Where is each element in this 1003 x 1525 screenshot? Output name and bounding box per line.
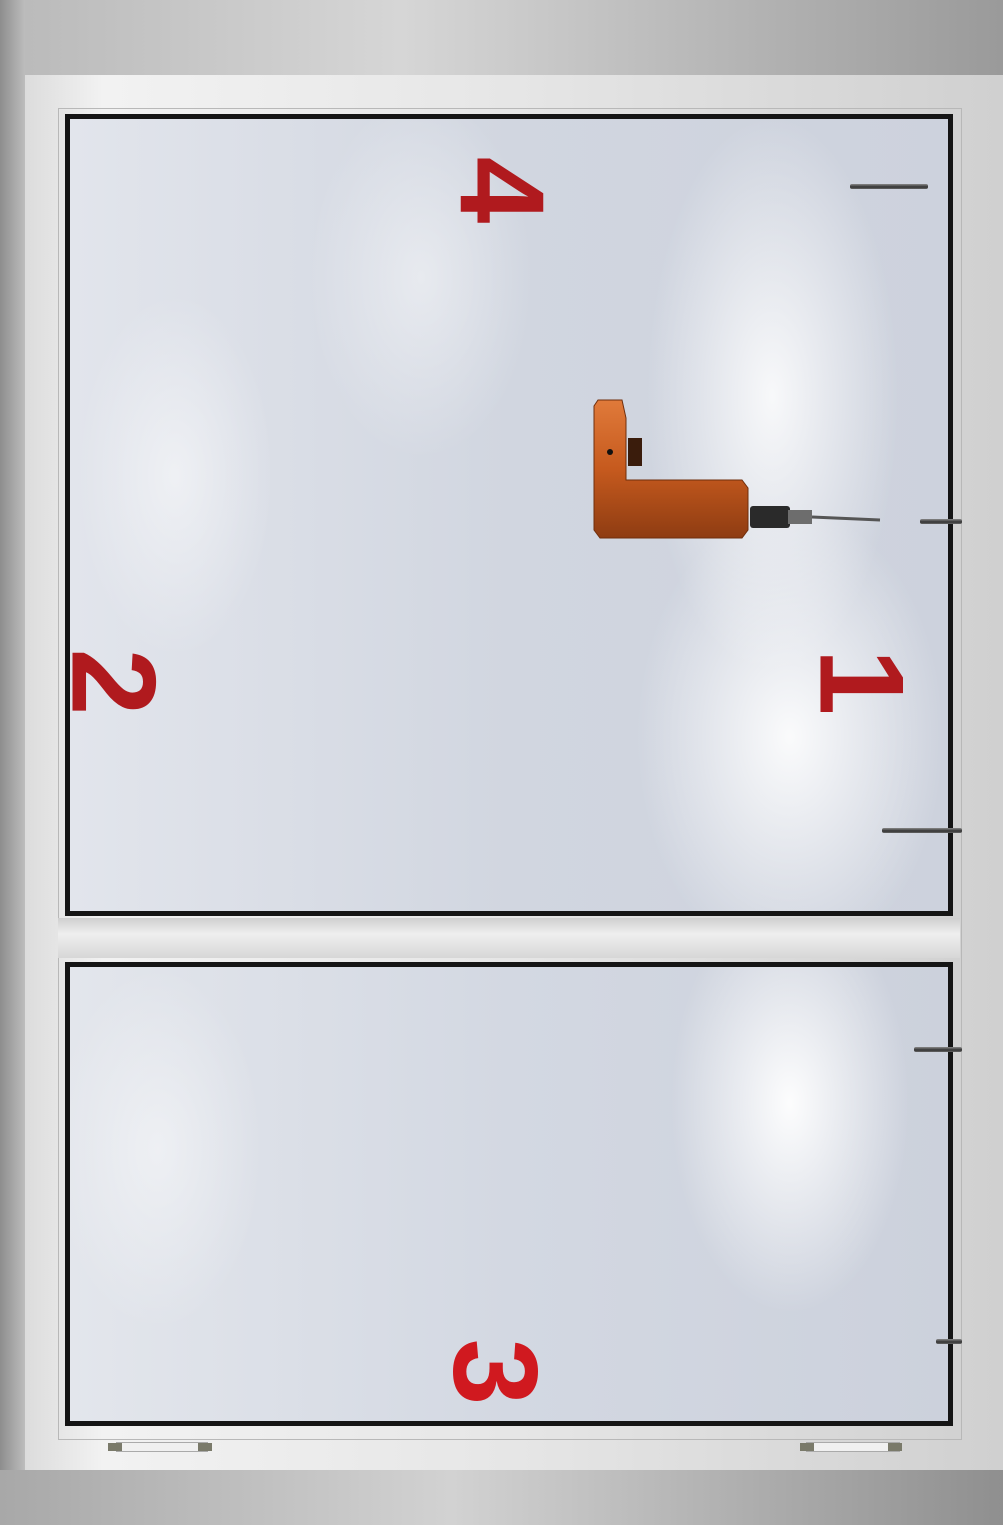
chain-actuator-icon [592, 398, 882, 543]
hinge-icon [882, 828, 962, 833]
handle-icon [806, 1442, 900, 1452]
hinge-icon [914, 1047, 962, 1052]
label-two: 2 [53, 649, 173, 716]
wall-top [0, 0, 1003, 75]
handle-icon [116, 1442, 208, 1452]
handle-cap [108, 1443, 122, 1451]
label-four: 4 [441, 157, 561, 224]
handle-cap [800, 1443, 814, 1451]
transom-bar [58, 918, 960, 958]
hinge-icon [850, 184, 928, 189]
hinge-icon [936, 1339, 962, 1344]
handle-cap [888, 1443, 902, 1451]
label-one: 1 [801, 649, 921, 716]
wall-left [0, 0, 25, 1525]
handle-cap [198, 1443, 212, 1451]
wall-bottom [0, 1470, 1003, 1525]
label-three: 3 [435, 1339, 555, 1406]
hinge-icon [920, 519, 962, 524]
